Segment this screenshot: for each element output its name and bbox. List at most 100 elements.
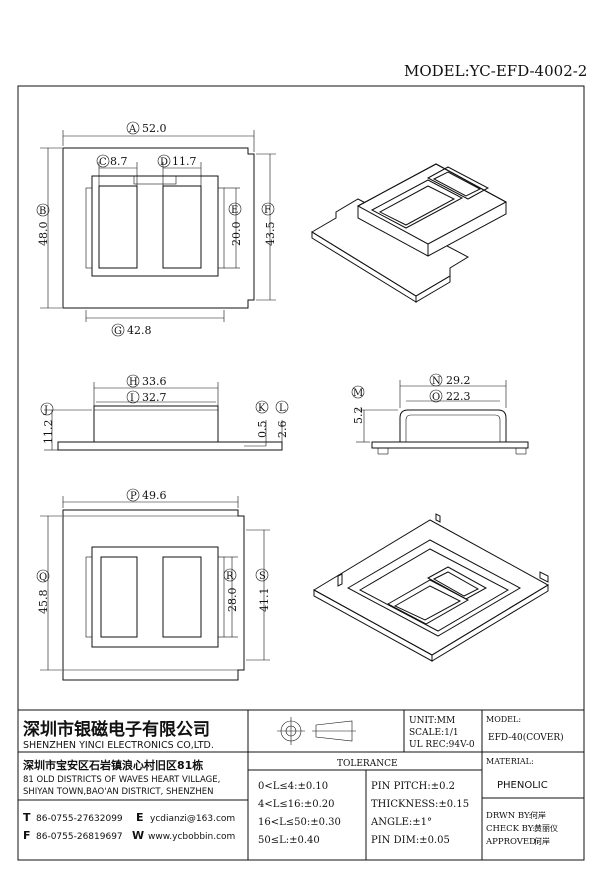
dim-letters-15: P <box>130 491 137 502</box>
dim-letters-2: C <box>99 157 107 168</box>
bottom-view-3 <box>40 496 270 681</box>
dim-labels-2: H 33.6 I 32.7 J 11.2 K 0.5 L 2.6 <box>40 374 289 445</box>
scale: SCALE:1/1 <box>409 728 459 738</box>
check-by-label: CHECK BY: <box>486 824 535 834</box>
dim-letter-circle <box>40 402 54 416</box>
title-block <box>18 710 584 860</box>
dim-dims-F: 43.5 <box>264 222 277 247</box>
dim-letters-16: Q <box>39 572 47 583</box>
dim-letters-6: G <box>114 326 122 337</box>
dim-letter-circle <box>255 400 269 414</box>
dim-dims-H: 33.6 <box>142 375 167 388</box>
top-view-1 <box>40 130 276 322</box>
dim-dims-P: 49.6 <box>142 489 167 502</box>
dim-letters-3: D <box>160 157 168 168</box>
dim-letters-9: J <box>43 405 48 416</box>
tol-right-3: PIN DIM:±0.05 <box>371 835 450 846</box>
dim-letter-circle <box>36 569 50 583</box>
dim-letter-circle <box>126 374 140 388</box>
model-label: MODEL:YC-EFD-4002-2 <box>404 62 587 80</box>
dim-letters-13: N <box>432 376 441 387</box>
dim-letter-circle <box>96 154 110 168</box>
tolerance-title: TOLERANCE <box>337 759 398 769</box>
side-view-2 <box>44 382 283 451</box>
dim-dims-M: 5.2 <box>352 407 365 425</box>
dim-letters-4: E <box>231 205 238 216</box>
tol-left-1: 4<L≤16:±0.20 <box>258 799 335 810</box>
drawing-border <box>17 85 585 861</box>
web-prefix: W <box>132 829 144 842</box>
dim-letter-circle <box>36 203 50 217</box>
dim-letters-8: I <box>130 393 134 404</box>
dim-letters-7: H <box>129 377 138 388</box>
web: www.ycbobbin.com <box>148 832 235 842</box>
tol-right-2: ANGLE:±1° <box>370 817 432 828</box>
dim-dims-J: 11.2 <box>42 420 55 445</box>
dim-dims-D: 11.7 <box>172 155 197 168</box>
drawn-by-name: 何岸 <box>530 810 546 820</box>
dim-letters-1: B <box>39 206 46 217</box>
company-name-cn: 深圳市银磁电子有限公司 <box>23 719 210 740</box>
drawn-by-label: DRWN BY: <box>486 811 531 821</box>
tol-left-2: 16<L≤50:±0.30 <box>258 817 341 828</box>
company-name-en: SHENZHEN YINCI ELECTRONICS CO,LTD. <box>23 740 214 751</box>
iso-view-2 <box>312 513 550 662</box>
side-view-2b <box>356 380 529 455</box>
address-en-1: 81 OLD DISTRICTS OF WAVES HEART VILLAGE, <box>23 775 220 785</box>
model-box-title: MODEL: <box>486 715 521 724</box>
address-cn: 深圳市宝安区石岩镇浪心村旧区81栋 <box>23 758 203 772</box>
address-en-2: SHIYAN TOWN,BAO'AN DISTRICT, SHENZHEN <box>23 787 214 797</box>
tol-right-1: THICKNESS:±0.15 <box>371 799 469 810</box>
iso-view-1 <box>311 163 508 303</box>
phone: 86-0755-27632099 <box>36 814 123 824</box>
dim-letter-circle <box>157 154 171 168</box>
dim-letter-circle <box>126 390 140 404</box>
dim-letter-circle <box>228 202 242 216</box>
dim-letter-circle <box>261 202 275 216</box>
dim-letter-circle <box>223 568 237 582</box>
dim-letter-circle <box>126 488 140 502</box>
email-prefix: E <box>136 811 144 824</box>
dim-letters-0: A <box>128 124 137 135</box>
dim-dims-A: 52.0 <box>142 122 167 135</box>
dim-letters-18: S <box>259 571 266 582</box>
dim-letters-11: L <box>279 403 286 414</box>
dim-dims-G: 42.8 <box>127 324 152 337</box>
dim-dims-Q: 45.8 <box>37 590 50 615</box>
approved-name: 何岸 <box>534 836 550 846</box>
dim-letter-circle <box>275 400 289 414</box>
dim-letters-17: R <box>226 571 234 582</box>
ul-rec: UL REC:94V-0 <box>409 740 475 750</box>
unit: UNIT:MM <box>409 716 455 726</box>
dim-dims-C: 8.7 <box>110 155 128 168</box>
dim-labels-1: A 52.0 B 48.0 C 8.7 D 11.7 E 20.0 F 43.5… <box>36 121 277 337</box>
material-value: PHENOLIC <box>497 780 548 791</box>
dim-dims-B: 48.0 <box>37 222 50 247</box>
material-title: MATERIAL: <box>486 757 534 766</box>
dim-letters-10: K <box>258 403 266 414</box>
phone-prefix: T <box>23 811 31 824</box>
approved-label: APPROVED: <box>485 837 539 847</box>
dim-letter-circle <box>255 568 269 582</box>
dim-letter-circle <box>429 389 443 403</box>
dim-dims-S: 41.1 <box>258 588 271 613</box>
dim-labels-2b: N 29.2 O 22.3 M 5.2 <box>351 373 471 425</box>
dim-letter-circle <box>351 385 365 399</box>
dim-dims-K: 0.5 <box>256 421 269 439</box>
dim-labels-3: P 49.6 Q 45.8 R 28.0 S 41.1 <box>36 488 271 615</box>
dim-dims-N: 29.2 <box>446 374 471 387</box>
dim-letters-14: O <box>432 392 440 403</box>
fax: 86-0755-26819697 <box>36 832 123 842</box>
dim-dims-L: 2.6 <box>276 421 289 439</box>
email: ycdianzi@163.com <box>150 814 235 824</box>
tol-right-0: PIN PITCH:±0.2 <box>371 781 455 792</box>
model-box-value: EFD-40(COVER) <box>488 732 564 743</box>
tol-left-0: 0<L≤4:±0.10 <box>258 781 328 792</box>
dim-letter-circle <box>429 373 443 387</box>
dim-letters-5: F <box>264 205 271 216</box>
dim-letter-circle <box>111 323 125 337</box>
dim-dims-E: 20.0 <box>230 222 243 247</box>
tol-left-3: 50≤L:±0.40 <box>258 835 320 846</box>
check-by-name: 黄丽仪 <box>534 823 558 833</box>
